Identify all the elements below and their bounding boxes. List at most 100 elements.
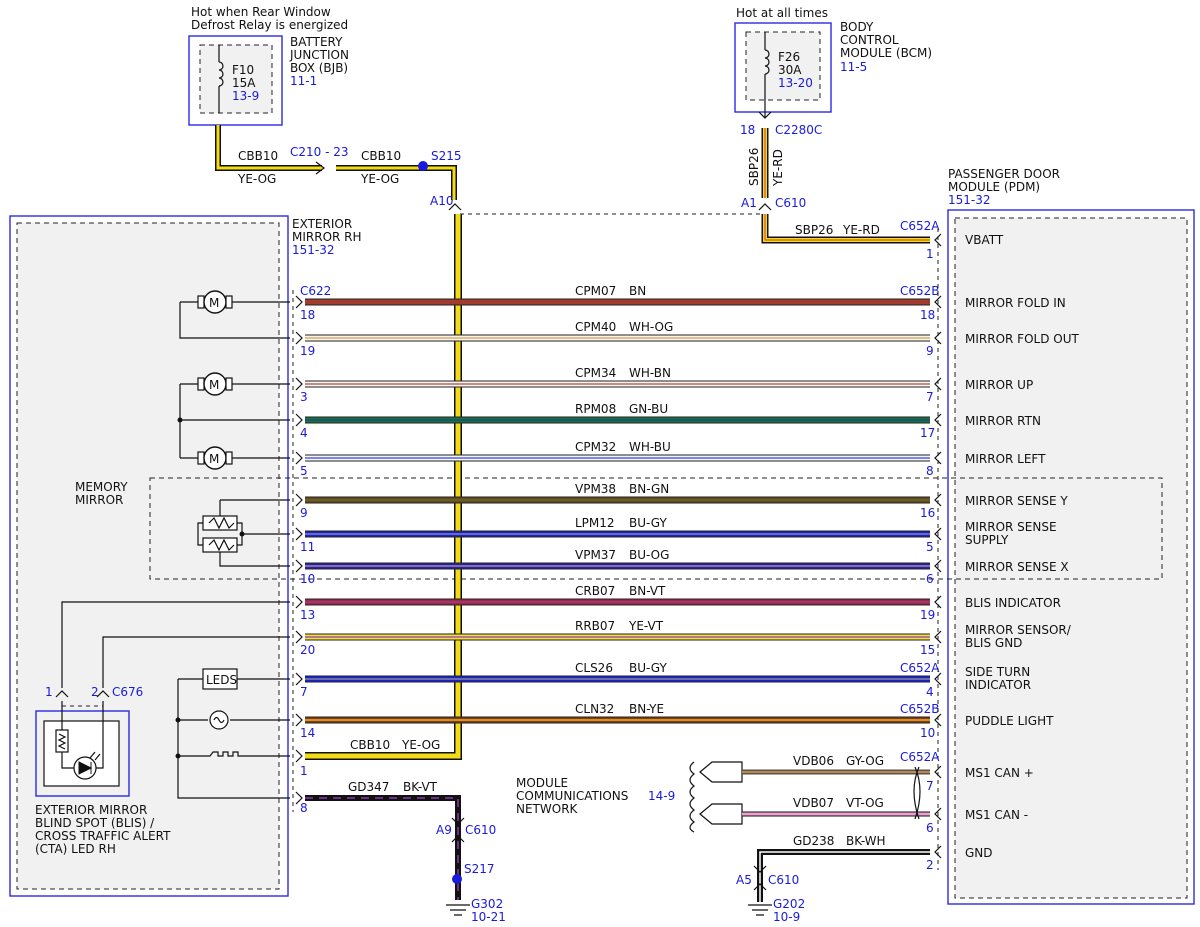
g302-ground[interactable]: G302 [471, 897, 503, 911]
gd238-tracer [759, 851, 930, 902]
cls26-right-connector[interactable]: C652A [900, 661, 940, 675]
fuse-f26-ref[interactable]: 13-20 [778, 76, 813, 90]
pin-18-bcm: 18 [740, 123, 755, 137]
blis-title-3: CROSS TRAFFIC ALERT [35, 829, 171, 843]
can-plus-connector-icon [699, 761, 743, 783]
blis-title-1: EXTERIOR MIRROR [35, 803, 147, 817]
cpm40-label: MIRROR FOLD OUT [965, 332, 1079, 346]
lpm12-color: BU-GY [629, 516, 667, 530]
vbatt-label: VBATT [965, 233, 1004, 247]
fuse-f26-name: F26 [778, 50, 800, 64]
g202-ground[interactable]: G202 [773, 897, 805, 911]
exterior-mirror-inner [16, 222, 280, 890]
cln32-right-arrow [934, 713, 942, 727]
vpm37-left-arrow [295, 559, 303, 573]
cln32-right-connector[interactable]: C652B [900, 702, 940, 716]
network-title-2: COMMUNICATIONS [516, 789, 628, 803]
junction-dots [175, 417, 183, 759]
cpm07-circuit: CPM07 [575, 284, 616, 298]
cbb10-row-color: YE-OG [401, 738, 440, 752]
gd347-c610-arrows [451, 817, 465, 843]
motor-left-glyph: M [209, 452, 219, 466]
c2280c-connector[interactable]: C2280C [775, 123, 822, 137]
cls26-circuit: CLS26 [575, 661, 613, 675]
blis-resistor-zigzag [57, 733, 67, 750]
network-ref[interactable]: 14-9 [648, 789, 675, 803]
fuse-f10-rating: 15A [232, 76, 256, 90]
gd347-pin-a9: A9 [436, 823, 452, 837]
gd238-color: BK-WH [846, 834, 886, 848]
cbb10-color-b: YE-OG [360, 172, 399, 186]
g202-ref[interactable]: 10-9 [773, 910, 800, 924]
gd238-c610[interactable]: C610 [768, 873, 799, 887]
gd347-color: BK-VT [403, 780, 438, 794]
pdm-ref[interactable]: 151-32 [948, 193, 991, 207]
cbb10-color-a: YE-OG [237, 172, 276, 186]
cls26-right-arrow [934, 672, 942, 686]
lpm12-circuit: LPM12 [575, 516, 615, 530]
cpm40-color: WH-OG [629, 320, 673, 334]
gd347-c610[interactable]: C610 [465, 823, 496, 837]
bjb-ref[interactable]: 11-1 [290, 74, 317, 88]
c610-connector-top[interactable]: C610 [775, 196, 806, 210]
c652a-connector-vbatt[interactable]: C652A [900, 219, 940, 233]
vdb06-circuit: VDB06 [793, 754, 834, 768]
bcm-ref[interactable]: 11-5 [840, 60, 867, 74]
cpm07-right-arrow [934, 295, 942, 309]
g302-ref[interactable]: 10-21 [471, 910, 506, 924]
cls26-left-pin: 7 [300, 685, 308, 699]
bjb-box [188, 35, 283, 126]
cpm34-circuit: CPM34 [575, 366, 616, 380]
can-plus-label: MS1 CAN + [965, 766, 1034, 780]
crb07-left-pin: 13 [300, 608, 315, 622]
mirror-internal-wiring [61, 301, 290, 799]
gd238-pin-a5: A5 [736, 873, 752, 887]
cbb10-circuit-b: CBB10 [361, 149, 401, 163]
c652a-connector-can[interactable]: C652A [900, 750, 940, 764]
rpm08-right-pin: 17 [920, 426, 935, 440]
mirror-ref[interactable]: 151-32 [292, 243, 335, 257]
vpm38-right-arrow [934, 493, 942, 507]
crb07-right-arrow [934, 595, 942, 609]
cbb10-trunk [305, 214, 461, 759]
lpm12-right-pin: 5 [926, 540, 934, 554]
gd347-circuit: GD347 [348, 780, 389, 794]
cpm40-left-arrow [295, 331, 303, 345]
gd238-pin: 2 [926, 858, 934, 872]
network-brace [689, 761, 695, 833]
cpm34-label: MIRROR UP [965, 378, 1033, 392]
cpm07-right-connector[interactable]: C652B [900, 284, 940, 298]
cln32-label: PUDDLE LIGHT [965, 714, 1054, 728]
cpm40-circuit: CPM40 [575, 320, 616, 334]
c676-connector[interactable]: C676 [112, 685, 143, 699]
exterior-mirror-box [9, 215, 289, 897]
vpm37-color: BU-OG [629, 548, 669, 562]
gnd-label: GND [965, 846, 993, 860]
cpm32-left-pin: 5 [300, 464, 308, 478]
blis-box [35, 710, 130, 797]
gd238-arrow [934, 845, 942, 859]
cpm32-color: WH-BU [629, 440, 671, 454]
cpm32-label: MIRROR LEFT [965, 452, 1046, 466]
rpm08-color: GN-BU [629, 402, 668, 416]
fuse-f10-symbol [218, 45, 224, 113]
mirror-title-1: EXTERIOR [292, 217, 352, 231]
s217-splice[interactable]: S217 [464, 862, 495, 876]
blis-light-rays [89, 751, 101, 761]
cpm07-left-connector[interactable]: C622 [300, 284, 331, 298]
s215-splice[interactable]: S215 [431, 149, 462, 163]
bcm-title-3: MODULE (BCM) [840, 46, 932, 60]
vpm37-circuit: VPM37 [575, 548, 616, 562]
cpm34-right-arrow [934, 377, 942, 391]
s217-splice-dot [452, 874, 462, 884]
puddle-lamp-icon [209, 710, 229, 730]
c210-connector[interactable]: C210 - 23 [290, 145, 349, 159]
fuse-f10-ref[interactable]: 13-9 [232, 89, 259, 103]
cpm07-color: BN [629, 284, 646, 298]
c2280c-arrow [758, 111, 772, 119]
position-sensor-icon [197, 515, 245, 553]
cpm40-right-arrow [934, 331, 942, 345]
cpm40-left-pin: 19 [300, 344, 315, 358]
